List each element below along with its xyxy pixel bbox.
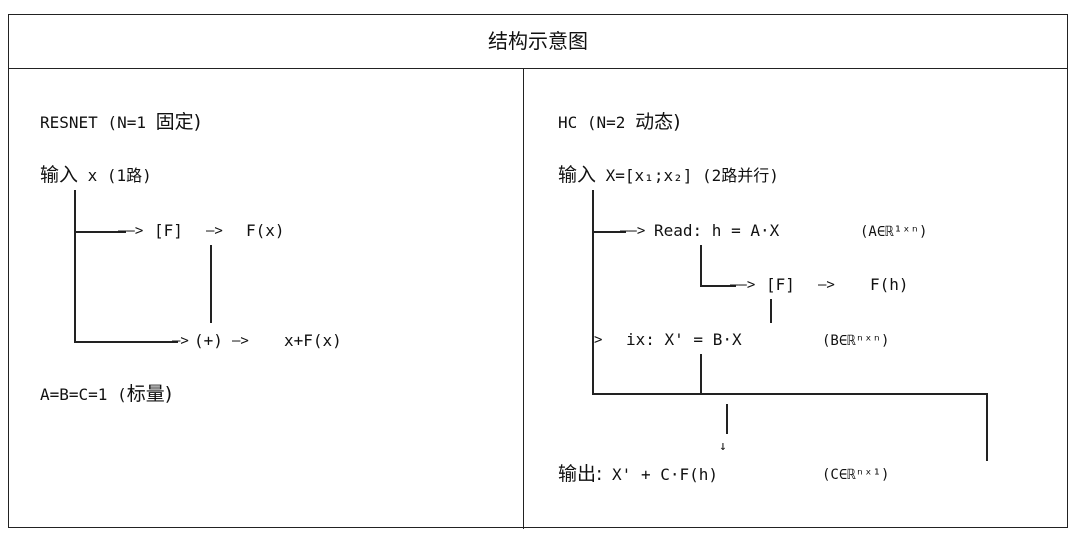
hc-ix-arrow: > [594,332,603,348]
diagram-title: 结构示意图 [488,29,588,53]
hc-f-out-arrow: —> [818,277,835,293]
hc-header: HC (N=2 动态) [558,112,680,133]
hc-read-line [592,231,626,233]
hc-header-zh: 动态) [635,111,681,133]
hc-down-line [726,404,728,434]
resnet-branch-arrow: ——> [118,223,144,239]
hc-read-down-line [700,245,702,285]
diagram-frame: 结构示意图 [8,14,1068,529]
hc-trunk-line [592,190,594,394]
resnet-trunk-line [74,190,76,342]
hc-down-arrow: ↓ [719,439,727,454]
hc-read-dim: (A∈ℝ¹ˣⁿ) [860,224,928,240]
resnet-header-zh: 固定) [155,111,202,133]
hc-right-return-line [986,393,988,461]
resnet-sum-out-arrow: —> [232,333,249,349]
resnet-skip-line [74,341,178,343]
hc-f-branch-line [700,285,736,287]
hc-output-zh: 输出: [558,463,603,485]
resnet-input-rest: x (1路) [78,166,152,185]
resnet-scalar-label: A=B=C=1 ( [40,385,127,404]
resnet-f-down-line [210,245,212,323]
hc-output: 输出: X' + C·F(h) [558,464,718,485]
column-divider [523,69,524,529]
resnet-scalar-zh: 标量) [126,383,173,405]
resnet-input-zh: 输入 [40,164,79,186]
hc-header-label: HC (N=2 [558,113,636,132]
hc-merge-line [592,393,988,395]
resnet-sum-op: (+) [194,331,223,350]
resnet-result: x+F(x) [284,331,342,350]
hc-output-text: X' + C·F(h) [602,465,718,484]
hc-f-tick-line [770,299,772,323]
title-row: 结构示意图 [9,15,1067,69]
resnet-block-f: [F] [154,221,183,240]
hc-read-text: Read: h = A·X [654,221,780,240]
hc-ix-text: ix: X' = B·X [626,330,742,349]
hc-read-arrow: ——> [620,223,646,239]
resnet-scalar-note: A=B=C=1 (标量) [40,384,172,405]
resnet-sum-arrow: —> [172,333,189,349]
hc-input-zh: 输入 [558,164,597,186]
hc-input: 输入 X=[x₁;x₂] (2路并行) [558,165,779,186]
hc-ix-dim: (B∈ℝⁿˣⁿ) [822,333,890,349]
resnet-header-label: RESNET (N=1 [40,113,156,132]
hc-ix-down-line [700,354,702,394]
resnet-f-arrow: —> [206,223,223,239]
hc-f-arrow: ——> [730,277,756,293]
hc-f-output: F(h) [870,275,909,294]
resnet-header: RESNET (N=1 固定) [40,112,201,133]
resnet-f-output: F(x) [246,221,285,240]
hc-input-rest: X=[x₁;x₂] (2路并行) [596,166,779,185]
hc-output-dim: (C∈ℝⁿˣ¹) [822,467,890,483]
hc-block-f: [F] [766,275,795,294]
resnet-branch-line [74,231,126,233]
resnet-input: 输入 x (1路) [40,165,152,186]
